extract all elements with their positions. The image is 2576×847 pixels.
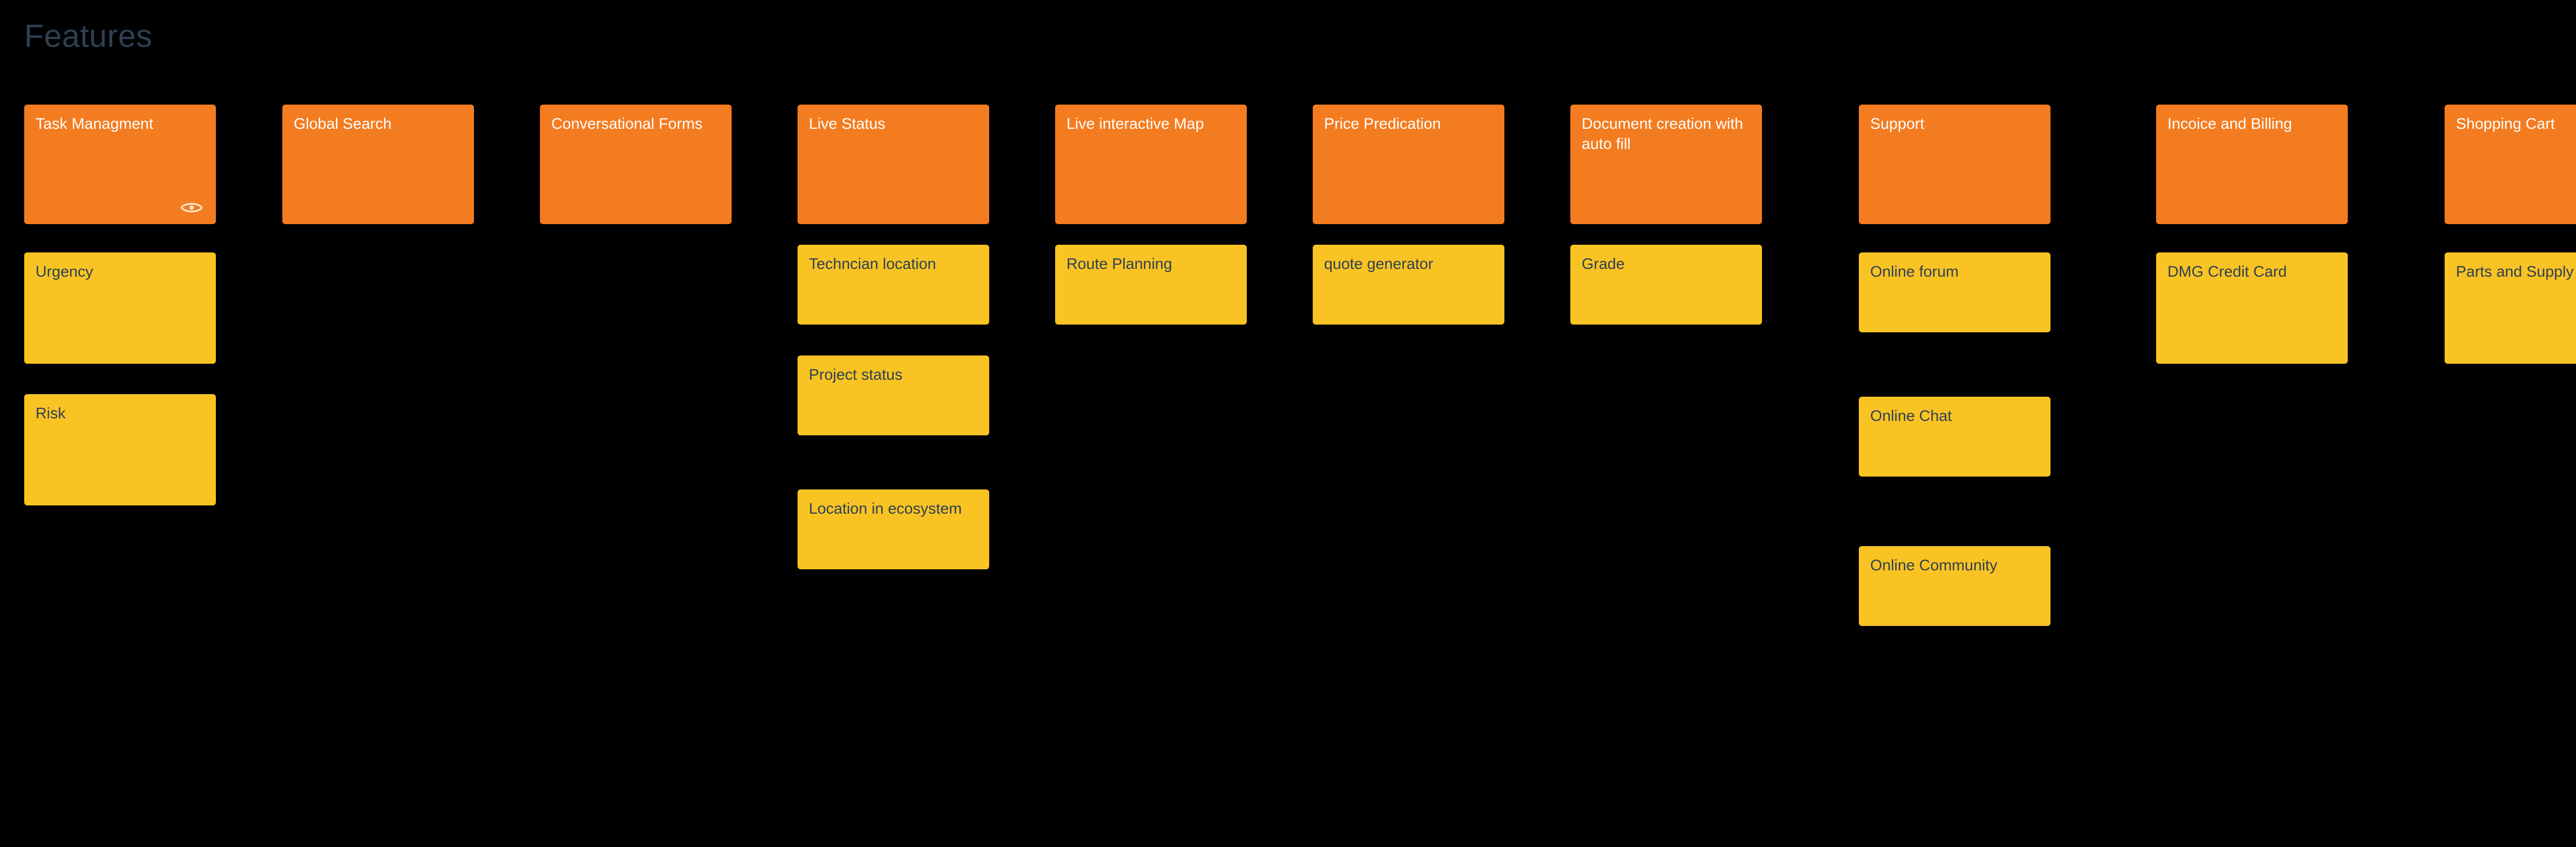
feature-card-label: Urgency <box>36 263 93 280</box>
feature-card-item[interactable]: quote generator <box>1313 245 1504 325</box>
feature-card-header[interactable]: Conversational Forms <box>540 105 732 224</box>
feature-card-header[interactable]: Price Predication <box>1313 105 1504 224</box>
feature-card-label: Incoice and Billing <box>2167 115 2292 132</box>
page-title: Features <box>24 19 152 54</box>
feature-card-label: Global Search <box>294 115 392 132</box>
feature-card-label: Shopping Cart <box>2456 115 2555 132</box>
feature-card-label: Parts and Supply <box>2456 263 2574 280</box>
feature-card-header[interactable]: Document creation with auto fill <box>1570 105 1762 224</box>
feature-card-label: Support <box>1870 115 1925 132</box>
feature-card-item[interactable]: Grade <box>1570 245 1762 325</box>
feature-card-header[interactable]: Live interactive Map <box>1055 105 1247 224</box>
feature-card-header[interactable]: Live Status <box>798 105 989 224</box>
feature-card-label: Online Community <box>1870 557 1997 574</box>
feature-card-item[interactable]: Online Community <box>1859 546 2050 626</box>
feature-card-label: Project status <box>809 366 903 383</box>
feature-card-header[interactable]: Shopping Cart <box>2445 105 2576 224</box>
feature-card-label: Price Predication <box>1324 115 1441 132</box>
feature-card-label: quote generator <box>1324 256 1433 273</box>
feature-card-item[interactable]: Route Planning <box>1055 245 1247 325</box>
feature-card-item[interactable]: Risk <box>24 394 216 505</box>
feature-card-item[interactable]: Location in ecosystem <box>798 489 989 569</box>
feature-card-header[interactable]: Global Search <box>282 105 474 224</box>
feature-card-label: Techncian location <box>809 256 936 273</box>
feature-card-item[interactable]: Online Chat <box>1859 397 2050 477</box>
feature-card-label: Location in ecosystem <box>809 500 962 517</box>
feature-card-header[interactable]: Task Managment <box>24 105 216 224</box>
feature-card-header[interactable]: Support <box>1859 105 2050 224</box>
feature-card-item[interactable]: DMG Credit Card <box>2156 252 2348 364</box>
feature-card-label: Online forum <box>1870 263 1959 280</box>
feature-card-label: Route Planning <box>1066 256 1173 273</box>
feature-card-label: Live interactive Map <box>1066 115 1204 132</box>
eye-icon[interactable] <box>180 200 204 215</box>
feature-card-item[interactable]: Online forum <box>1859 252 2050 332</box>
feature-card-label: DMG Credit Card <box>2167 263 2287 280</box>
feature-card-label: Online Chat <box>1870 408 1952 425</box>
feature-card-item[interactable]: Urgency <box>24 252 216 364</box>
feature-card-item[interactable]: Project status <box>798 355 989 435</box>
feature-card-label: Document creation with auto fill <box>1582 115 1743 153</box>
feature-card-item[interactable]: Parts and Supply <box>2445 252 2576 364</box>
feature-card-label: Risk <box>36 405 66 422</box>
feature-card-label: Live Status <box>809 115 886 132</box>
feature-card-item[interactable]: Techncian location <box>798 245 989 325</box>
feature-card-label: Task Managment <box>36 115 154 132</box>
feature-card-label: Grade <box>1582 256 1625 273</box>
feature-card-label: Conversational Forms <box>551 115 703 132</box>
feature-card-header[interactable]: Incoice and Billing <box>2156 105 2348 224</box>
